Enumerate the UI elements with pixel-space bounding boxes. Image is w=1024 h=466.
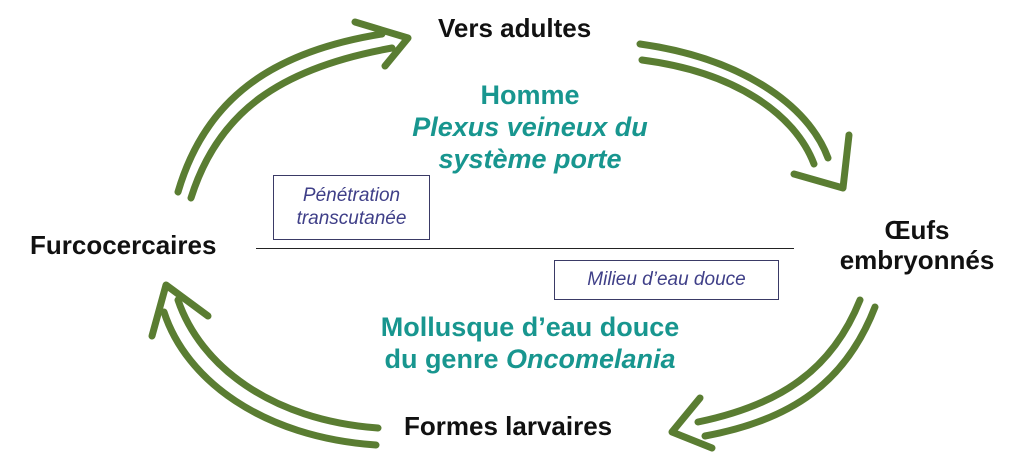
definitive-host-name: Homme (480, 80, 580, 110)
definitive-host-label: Homme Plexus veineux du système porte (360, 80, 700, 176)
definitive-host-site-line2: système porte (438, 143, 622, 174)
arrow-larvae-to-furcocercariae (148, 281, 382, 449)
stage-furcocercariae: Furcocercaires (30, 230, 217, 260)
intermediate-host-line1: Mollusque d’eau douce (380, 312, 680, 342)
arrow-furcocercariae-to-adults (174, 18, 412, 202)
arrow-adults-to-eggs (636, 40, 853, 192)
definitive-host-site-line1: Plexus veineux du (412, 111, 648, 142)
stage-embryonated-eggs-line2: embryonnés (839, 244, 995, 275)
route-divider-line (256, 248, 794, 249)
stage-embryonated-eggs: Œufs embryonnés (822, 215, 1012, 276)
stage-larval-forms: Formes larvaires (404, 411, 613, 441)
arrow-eggs-to-larvae (668, 296, 879, 452)
route-skin-penetration-line1: Pénétration (302, 185, 401, 206)
stage-embryonated-eggs-line1: Œufs (884, 215, 950, 245)
route-box-skin-penetration: Pénétration transcutanée (273, 175, 430, 240)
intermediate-host-line2: du genre Oncomelania (330, 344, 730, 376)
stage-adult-worms: Vers adultes (438, 13, 592, 43)
intermediate-host-genus: Oncomelania (505, 343, 676, 374)
route-box-freshwater: Milieu d’eau douce (554, 260, 779, 300)
intermediate-host-label: Mollusque d’eau douce du genre Oncomelan… (330, 312, 730, 376)
route-skin-penetration-line2: transcutanée (296, 207, 407, 229)
intermediate-host-prefix: du genre (384, 343, 506, 374)
